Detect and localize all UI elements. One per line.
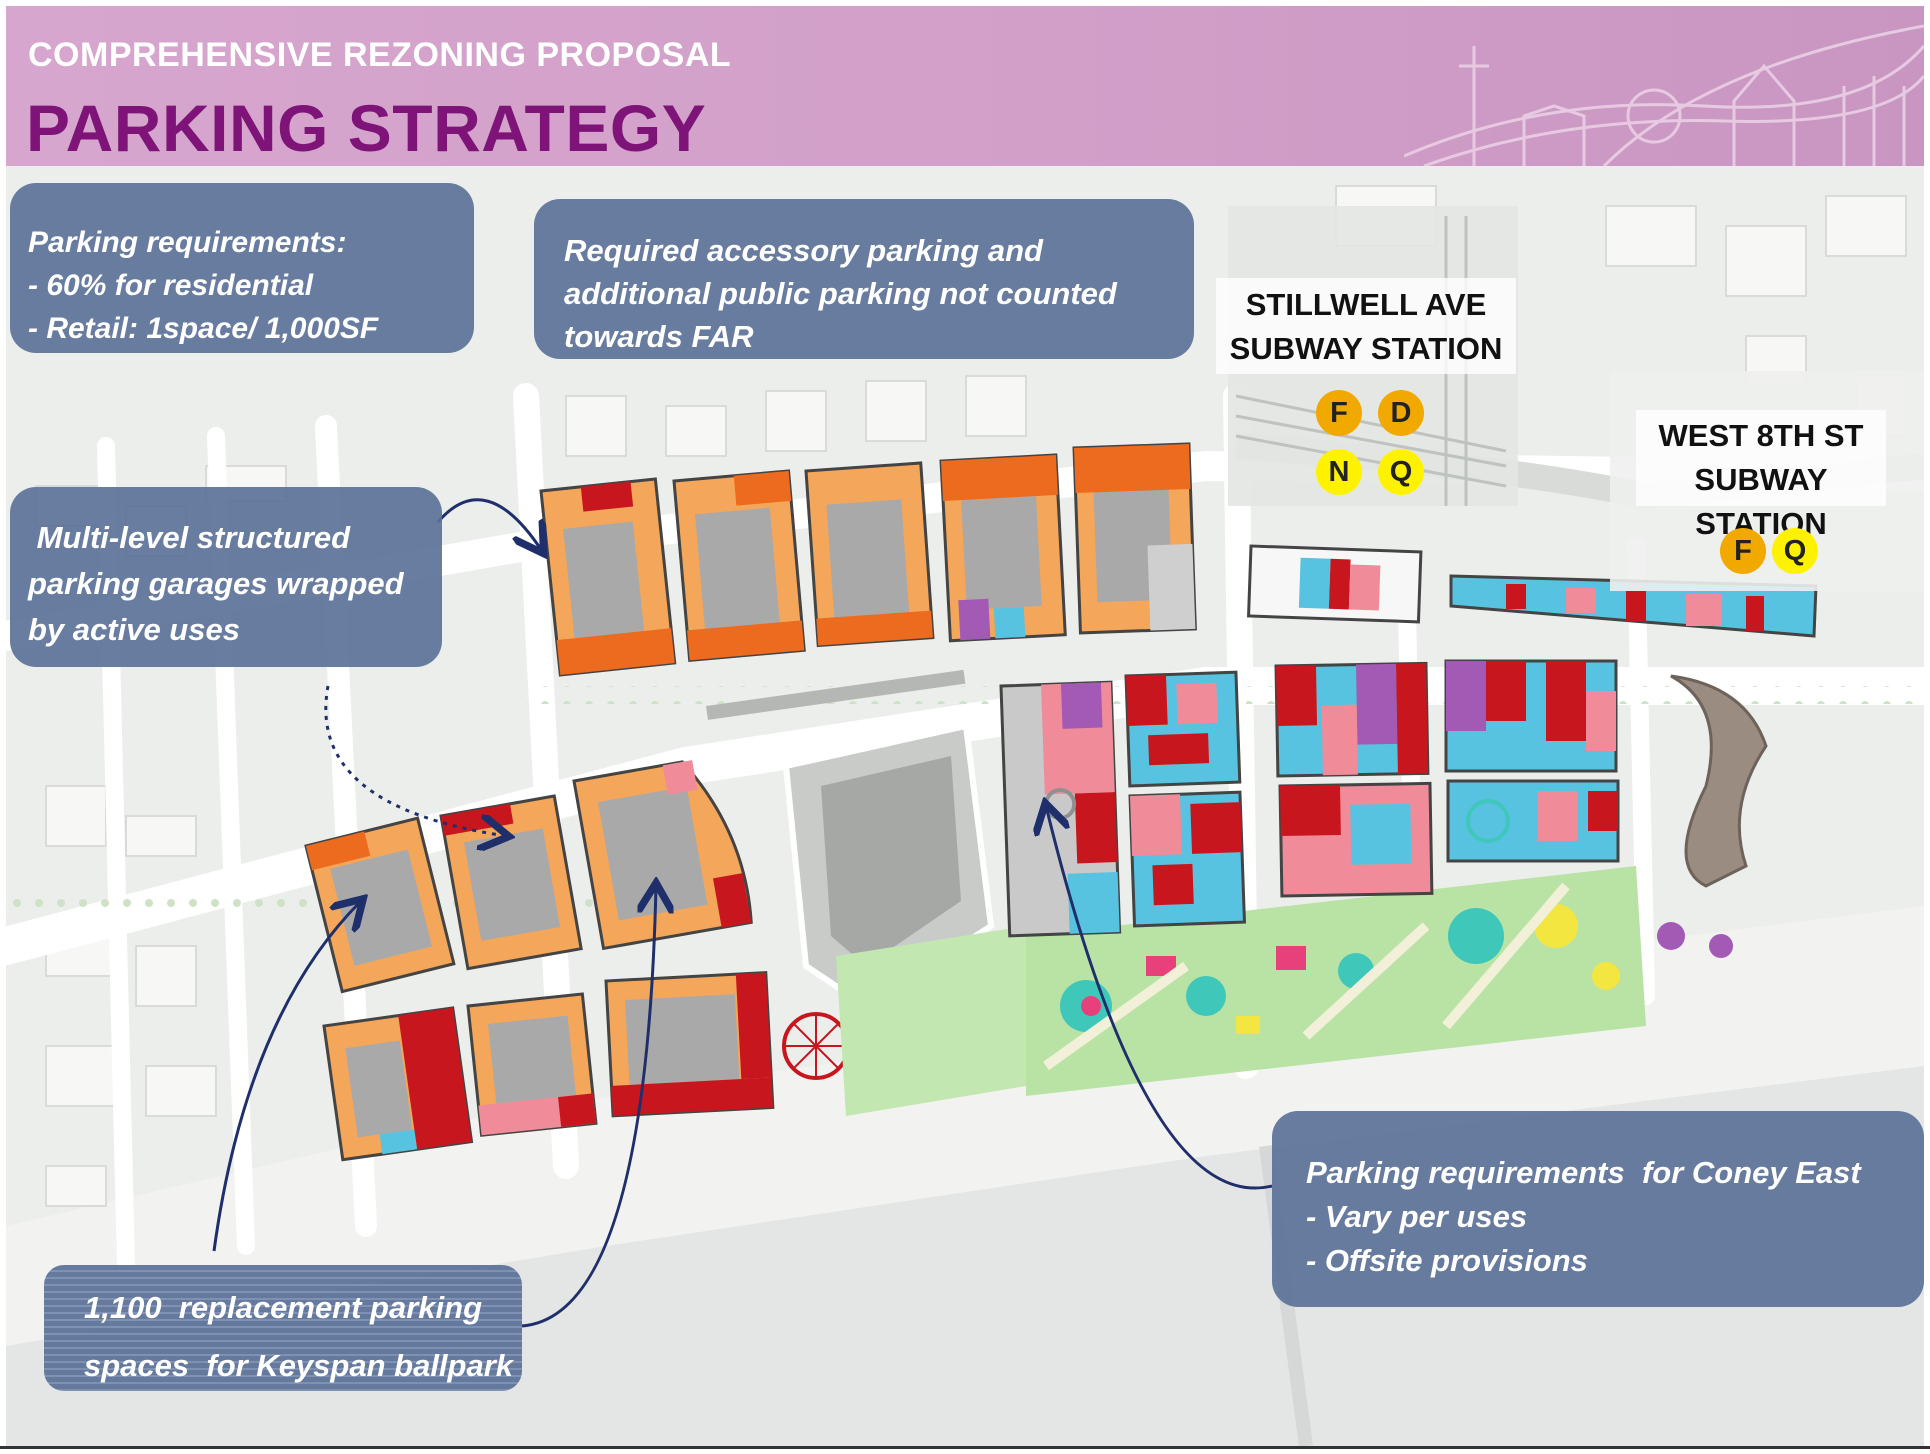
train-badge-q: Q bbox=[1378, 449, 1424, 495]
structured-garages-callout: Multi-level structured parking garages w… bbox=[10, 487, 442, 667]
coney-island-skyline-graphic bbox=[1404, 24, 1924, 166]
callout-line: Multi-level structured bbox=[28, 520, 351, 555]
callout-arrows bbox=[212, 498, 1273, 1328]
garage-blocks-north bbox=[539, 442, 1197, 677]
bottom-rule bbox=[0, 1446, 1930, 1449]
coney-east-callout: Parking requirements for Coney East - Va… bbox=[1272, 1111, 1924, 1307]
header-banner: COMPREHENSIVE REZONING PROPOSAL PARKING … bbox=[6, 6, 1924, 166]
callout-line: Parking requirements for Coney East bbox=[1306, 1155, 1861, 1190]
station-label-line: WEST 8TH ST bbox=[1658, 418, 1864, 453]
callout-line: Parking requirements: bbox=[28, 226, 347, 259]
arrow-to-coney-east bbox=[1046, 806, 1273, 1190]
station-label-line: SUBWAY STATION bbox=[1694, 462, 1828, 541]
west8th-station-label: WEST 8TH ST SUBWAY STATION bbox=[1626, 414, 1896, 546]
callout-line: Required accessory parking and bbox=[564, 233, 1043, 268]
callout-line: - 60% for residential bbox=[28, 269, 314, 302]
header-kicker: COMPREHENSIVE REZONING PROPOSAL bbox=[28, 36, 732, 74]
station-label-line: SUBWAY STATION bbox=[1229, 331, 1503, 366]
train-badge-d: D bbox=[1378, 390, 1424, 436]
coney-east-blocks bbox=[999, 544, 1818, 938]
far-parking-callout: Required accessory parking and additiona… bbox=[534, 199, 1194, 359]
parking-requirements-callout: Parking requirements: - 60% for resident… bbox=[10, 183, 474, 353]
replacement-parking-callout: 1,100 replacement parking spaces for Key… bbox=[44, 1265, 522, 1391]
arrow-to-replacement-garage-1 bbox=[212, 901, 361, 1252]
callout-line: by active uses bbox=[28, 612, 240, 647]
slide: COMPREHENSIVE REZONING PROPOSAL PARKING … bbox=[6, 6, 1924, 1446]
garage-blocks-south bbox=[304, 760, 775, 1162]
callout-line: - Offsite provisions bbox=[1306, 1243, 1588, 1278]
keyspan-ballpark bbox=[706, 669, 995, 1080]
stillwell-station-label: STILLWELL AVE SUBWAY STATION bbox=[1216, 283, 1516, 371]
station-label-line: STILLWELL AVE bbox=[1245, 287, 1487, 322]
callout-line: - Vary per uses bbox=[1306, 1199, 1528, 1234]
callout-line: parking garages wrapped bbox=[28, 566, 404, 601]
callout-line: - Retail: 1space/ 1,000SF bbox=[28, 312, 379, 345]
page-title: PARKING STRATEGY bbox=[26, 91, 707, 165]
callout-line: 1,100 replacement parking bbox=[84, 1290, 483, 1325]
callout-line: towards FAR bbox=[564, 319, 754, 354]
train-badge-f: F bbox=[1316, 390, 1362, 436]
arrow-to-north-garage bbox=[436, 498, 542, 551]
callout-line: additional public parking not counted bbox=[564, 276, 1117, 311]
train-badge-q: Q bbox=[1772, 528, 1818, 574]
train-badge-f: F bbox=[1720, 528, 1766, 574]
stillwell-label-backdrop bbox=[1216, 278, 1516, 374]
train-badge-n: N bbox=[1316, 449, 1362, 495]
west8th-label-backdrop bbox=[1636, 410, 1886, 506]
arrow-to-replacement-garage-2 bbox=[521, 886, 656, 1328]
callout-line: spaces for Keyspan ballpark bbox=[84, 1348, 514, 1383]
